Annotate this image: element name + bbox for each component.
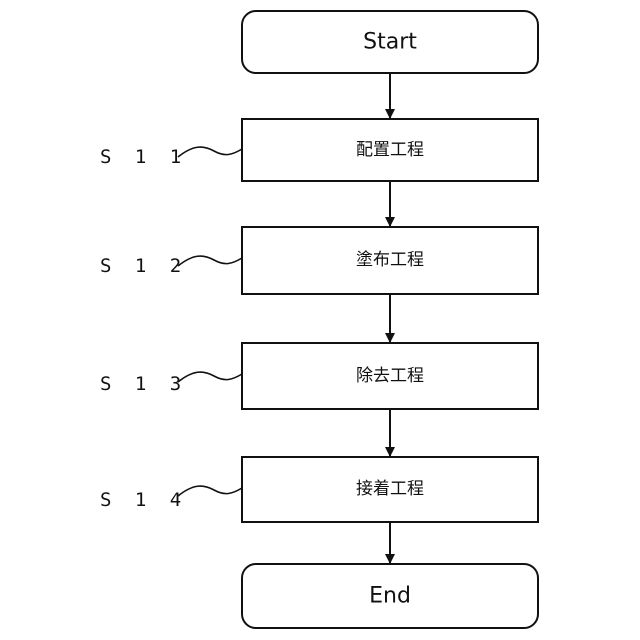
end-label: End	[369, 584, 411, 609]
step-s14-text: 接着工程	[356, 479, 424, 499]
end-terminal: End	[242, 564, 538, 628]
step-s11-leader-line	[178, 147, 242, 157]
step-s13-label: S 1 3	[100, 373, 187, 395]
step-s14: 接着工程 S 1 4	[100, 457, 538, 522]
step-s12-label: S 1 2	[100, 255, 187, 277]
step-s11-label: S 1 1	[100, 146, 187, 168]
step-s13-text: 除去工程	[356, 366, 424, 386]
start-terminal: Start	[242, 11, 538, 73]
step-s13: 除去工程 S 1 3	[100, 343, 538, 409]
step-s12: 塗布工程 S 1 2	[100, 227, 538, 294]
step-s13-leader-line	[178, 372, 242, 382]
step-s14-label: S 1 4	[100, 489, 187, 511]
step-s12-leader-line	[178, 256, 242, 266]
step-s14-leader-line	[178, 486, 242, 496]
start-label: Start	[363, 30, 417, 55]
step-s12-text: 塗布工程	[356, 249, 424, 270]
step-s11: 配置工程 S 1 1	[100, 119, 538, 181]
step-s11-text: 配置工程	[356, 140, 424, 160]
